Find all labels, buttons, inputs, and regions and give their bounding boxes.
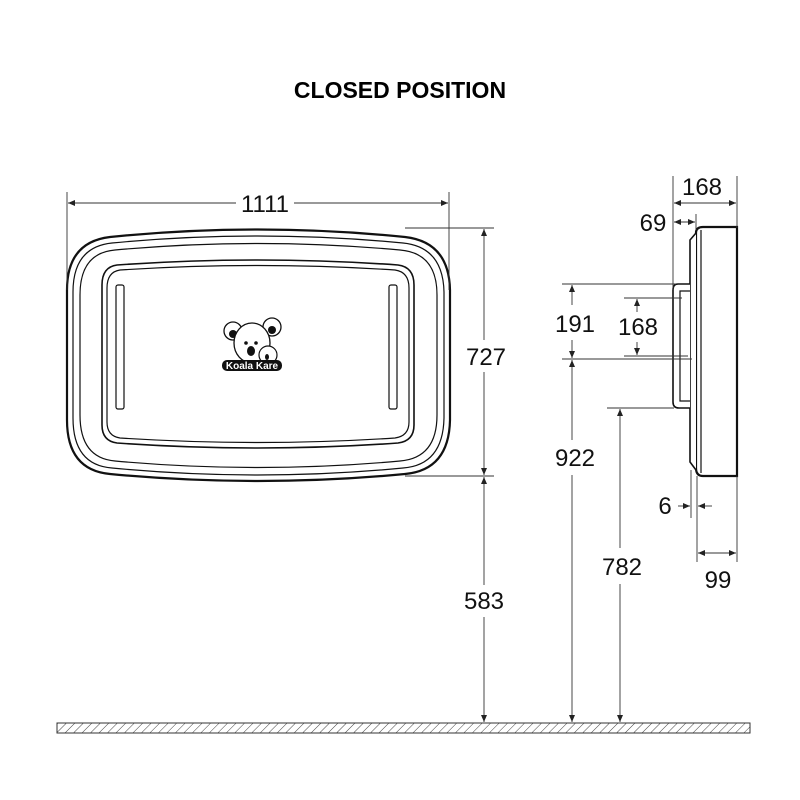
dimension-bracket: 191 168 922 [555, 283, 692, 722]
dimension-width: 1111 [66, 191, 450, 290]
depth-label: 168 [682, 174, 722, 201]
width-label: 1111 [241, 191, 289, 218]
logo-text: Koala Kare [226, 361, 279, 372]
handle-height-label: 168 [618, 314, 658, 341]
front-view: Koala Kare [65, 228, 452, 483]
wall-offset-label: 69 [640, 210, 667, 237]
dimension-height: 727 583 [405, 227, 506, 722]
dimension-782: 782 [602, 407, 674, 722]
body-depth-label: 99 [705, 567, 732, 594]
floor-hatch [56, 722, 751, 734]
bracket-top-height-label: 922 [555, 445, 595, 472]
bracket-height-label: 191 [555, 311, 595, 338]
diagram-title: CLOSED POSITION [294, 77, 506, 103]
dimension-depth: 168 69 [640, 174, 738, 290]
bracket-bottom-height-label: 782 [602, 554, 642, 581]
height-label: 727 [466, 344, 506, 371]
floor-clearance-label: 583 [464, 588, 504, 615]
left-slot [115, 284, 125, 410]
gap-label: 6 [658, 493, 671, 520]
side-view [672, 225, 739, 478]
dimension-gap: 6 99 [658, 470, 738, 594]
koala-kare-logo: Koala Kare [222, 317, 282, 372]
right-slot [388, 284, 398, 410]
